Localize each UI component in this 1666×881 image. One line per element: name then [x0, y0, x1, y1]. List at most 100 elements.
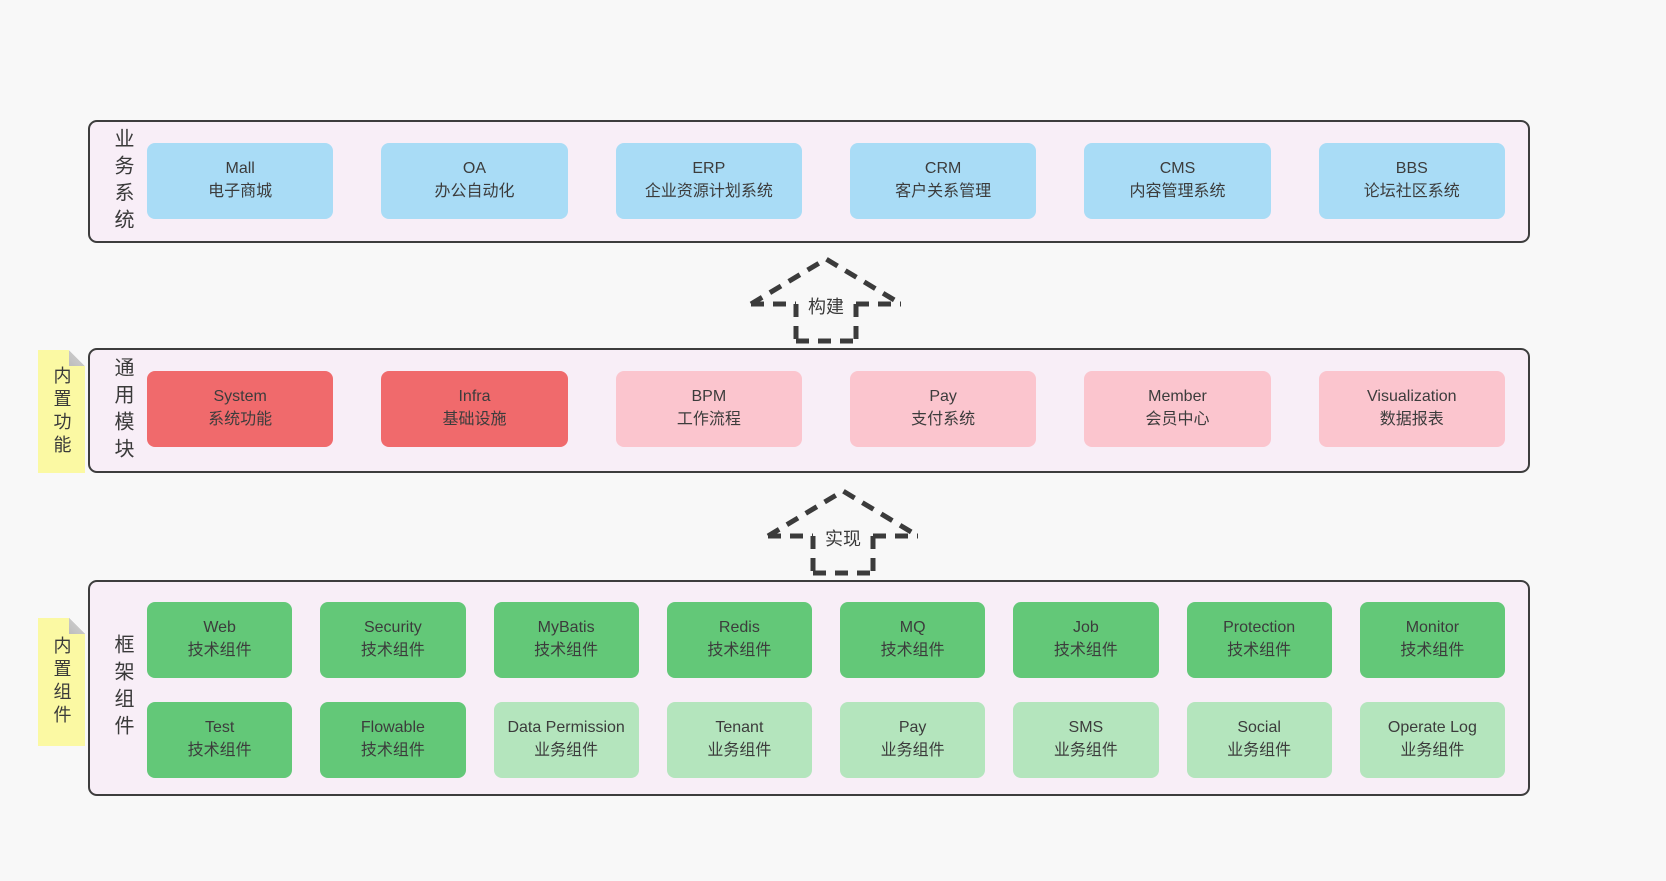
box-subtitle: 工作流程	[676, 411, 741, 428]
box-subtitle: 技术组件	[1227, 642, 1292, 659]
box-subtitle: 客户关系管理	[895, 183, 992, 200]
box-title: Protection	[1223, 619, 1296, 637]
box-subtitle: 系统功能	[208, 411, 273, 428]
box-subtitle: 技术组件	[1400, 642, 1465, 659]
box-crm: CRM 客户关系管理	[849, 143, 1037, 219]
box-subtitle: 企业资源计划系统	[644, 183, 773, 200]
sticky-built-in-components: 内置组件	[38, 618, 85, 746]
band-framework-components: 框架组件 Web 技术组件 Security 技术组件 MyBatis 技术组件…	[88, 580, 1530, 796]
box-title: Pay	[898, 719, 927, 737]
component-row-1: Web 技术组件 Security 技术组件 MyBatis 技术组件 Redi…	[147, 602, 1505, 678]
box-job: Job 技术组件	[1013, 602, 1159, 678]
box-mall: Mall 电子商城	[147, 143, 334, 219]
box-subtitle: 技术组件	[360, 642, 425, 659]
box-protection: Protection 技术组件	[1186, 602, 1332, 678]
box-subtitle: 电子商城	[208, 183, 273, 200]
box-security: Security 技术组件	[320, 602, 466, 678]
box-data-permission: Data Permission 业务组件	[493, 702, 639, 778]
dashed-up-arrow-icon	[766, 488, 920, 576]
box-tenant: Tenant 业务组件	[666, 702, 812, 778]
box-subtitle: 基础设施	[442, 411, 507, 428]
sticky-built-in-features: 内置功能	[38, 350, 85, 473]
box-subtitle: 内容管理系统	[1129, 183, 1226, 200]
box-subtitle: 论坛社区系统	[1363, 183, 1460, 200]
business-boxes: Mall 电子商城 OA 办公自动化 ERP 企业资源计划系统 CRM 客户关系…	[147, 143, 1505, 219]
box-title: Tenant	[715, 719, 764, 737]
box-title: BBS	[1395, 160, 1428, 178]
box-title: Pay	[929, 388, 957, 406]
box-title: Redis	[718, 619, 760, 637]
box-subtitle: 会员中心	[1145, 411, 1210, 428]
box-title: Security	[363, 619, 422, 637]
box-title: Operate Log	[1387, 719, 1477, 737]
box-pay-module: Pay 支付系统	[849, 371, 1037, 447]
box-erp: ERP 企业资源计划系统	[615, 143, 802, 219]
box-title: Social	[1237, 719, 1281, 737]
component-rows: Web 技术组件 Security 技术组件 MyBatis 技术组件 Redi…	[147, 602, 1505, 778]
box-bbs: BBS 论坛社区系统	[1318, 143, 1505, 219]
box-title: Visualization	[1367, 388, 1457, 406]
box-subtitle: 技术组件	[707, 642, 772, 659]
box-subtitle: 技术组件	[187, 642, 252, 659]
band-business-systems-label: 业务系统	[111, 127, 133, 236]
box-subtitle: 技术组件	[360, 742, 425, 759]
box-cms: CMS 内容管理系统	[1084, 143, 1271, 219]
box-title: ERP	[692, 160, 726, 178]
folded-corner-icon	[69, 618, 85, 634]
box-title: Data Permission	[507, 719, 625, 737]
box-title: SMS	[1068, 719, 1104, 737]
box-title: Flowable	[360, 719, 425, 737]
box-social: Social 业务组件	[1186, 702, 1332, 778]
box-title: MyBatis	[537, 619, 595, 637]
box-title: CMS	[1159, 160, 1196, 178]
box-subtitle: 业务组件	[707, 742, 772, 759]
box-oa: OA 办公自动化	[381, 143, 568, 219]
arrow-build-label: 构建	[803, 293, 849, 319]
band-common-modules: 通用模块 System 系统功能 Infra 基础设施 BPM 工作流程 Pay…	[88, 348, 1530, 473]
box-title: Mall	[225, 160, 255, 178]
box-title: Infra	[458, 388, 491, 406]
folded-corner-icon	[69, 350, 85, 366]
box-subtitle: 支付系统	[911, 411, 976, 428]
box-monitor: Monitor 技术组件	[1359, 602, 1505, 678]
box-title: BPM	[691, 388, 727, 406]
box-title: MQ	[899, 619, 926, 637]
box-infra: Infra 基础设施	[381, 371, 568, 447]
box-bpm: BPM 工作流程	[615, 371, 802, 447]
arrow-implement-label: 实现	[820, 525, 866, 551]
box-mq: MQ 技术组件	[840, 602, 986, 678]
box-member: Member 会员中心	[1084, 371, 1271, 447]
box-subtitle: 技术组件	[187, 742, 252, 759]
box-subtitle: 业务组件	[1400, 742, 1465, 759]
module-boxes: System 系统功能 Infra 基础设施 BPM 工作流程 Pay 支付系统…	[147, 371, 1505, 447]
box-subtitle: 技术组件	[534, 642, 599, 659]
dashed-up-arrow-icon	[749, 256, 903, 344]
box-title: Web	[203, 619, 236, 637]
box-subtitle: 技术组件	[1053, 642, 1118, 659]
band-framework-components-label: 框架组件	[111, 634, 133, 742]
component-row-2: Test 技术组件 Flowable 技术组件 Data Permission …	[147, 702, 1505, 778]
box-web: Web 技术组件	[147, 602, 293, 678]
box-subtitle: 业务组件	[880, 742, 945, 759]
box-title: Member	[1148, 388, 1207, 406]
box-title: System	[213, 388, 267, 406]
box-mybatis: MyBatis 技术组件	[493, 602, 639, 678]
box-operate-log: Operate Log 业务组件	[1359, 702, 1505, 778]
box-system: System 系统功能	[147, 371, 334, 447]
band-business-systems: 业务系统 Mall 电子商城 OA 办公自动化 ERP 企业资源计划系统 CRM…	[88, 120, 1530, 243]
box-visualization: Visualization 数据报表	[1318, 371, 1505, 447]
box-title: Job	[1072, 619, 1099, 637]
sticky-built-in-components-label: 内置组件	[51, 636, 72, 728]
box-subtitle: 技术组件	[880, 642, 945, 659]
box-subtitle: 业务组件	[1227, 742, 1292, 759]
box-test: Test 技术组件	[147, 702, 293, 778]
box-title: CRM	[924, 160, 962, 178]
box-title: OA	[462, 160, 487, 178]
box-title: Monitor	[1405, 619, 1460, 637]
arrow-build: 构建	[741, 254, 911, 344]
band-common-modules-label: 通用模块	[111, 356, 133, 465]
box-pay-component: Pay 业务组件	[840, 702, 986, 778]
box-sms: SMS 业务组件	[1013, 702, 1159, 778]
box-flowable: Flowable 技术组件	[320, 702, 466, 778]
